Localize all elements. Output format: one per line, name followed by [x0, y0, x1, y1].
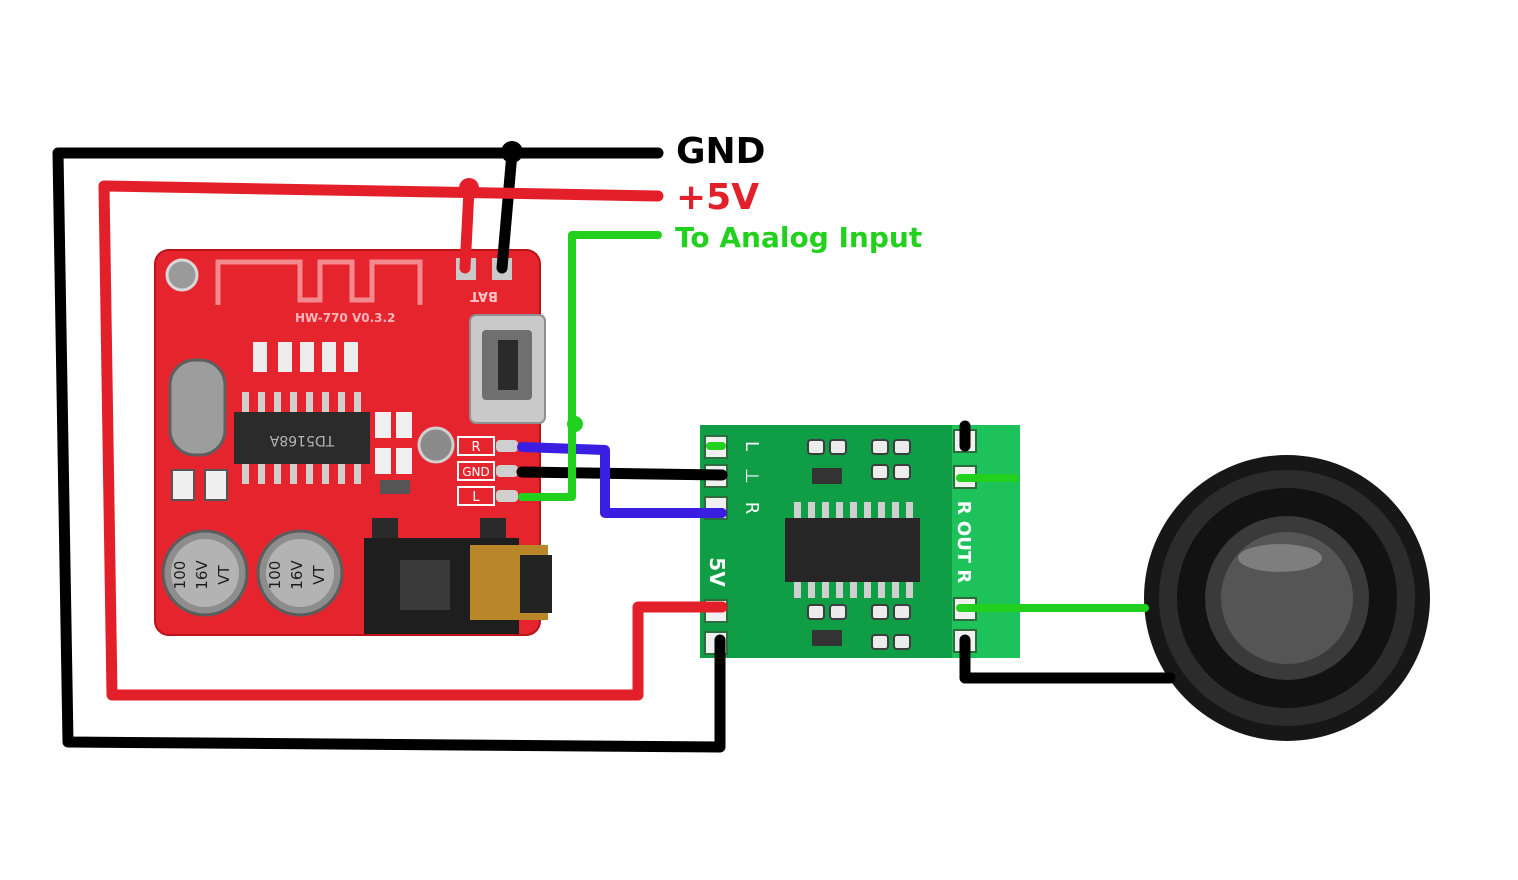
bt-pin-gnd: GND — [462, 465, 490, 479]
amp-out-label: R OUT R — [953, 501, 974, 584]
left-channel-wire — [518, 231, 1149, 612]
amp-chip — [785, 502, 920, 598]
amp-pin-l: L — [741, 441, 762, 451]
cap-2-text-c: VT — [310, 564, 328, 584]
bt-chip: TD5168A — [234, 392, 370, 484]
cap-2-text-a: 100 — [266, 561, 284, 590]
analog-input-label: To Analog Input — [675, 221, 923, 254]
bluetooth-module: HW-770 V0.3.2 BAT — [154, 249, 552, 636]
gnd-label: GND — [676, 131, 766, 172]
bt-audio-header: R GND L — [457, 436, 518, 506]
bat-text: BAT — [470, 288, 498, 303]
right-channel-wire — [517, 442, 727, 518]
speaker — [1144, 455, 1430, 741]
power-junction — [459, 178, 479, 198]
cap-2-text-b: 16V — [288, 560, 306, 590]
audio-jack — [364, 518, 552, 634]
gnd-junction — [501, 141, 523, 163]
power-wire — [98, 180, 728, 701]
plus5v-label: +5V — [676, 177, 760, 218]
amp-pin-r: R — [741, 502, 762, 515]
cap-1-text-a: 100 — [171, 561, 189, 590]
gnd-wire — [52, 147, 1176, 753]
cap-1-text-b: 16V — [193, 560, 211, 590]
amp-pin-gnd: ⊥ — [741, 468, 762, 484]
cap-1-text-c: VT — [215, 564, 233, 584]
amp-pin-5v: 5V — [705, 557, 729, 587]
bt-pin-l: L — [472, 490, 480, 505]
bt-chip-text: TD5168A — [269, 432, 335, 448]
capacitor-1: 100 16V VT — [161, 529, 249, 617]
capacitor-2: 100 16V VT — [256, 529, 344, 617]
bt-model-text: HW-770 V0.3.2 — [295, 311, 395, 325]
amplifier-module: L ⊥ R 5V — [700, 425, 1020, 658]
analog-junction — [567, 416, 583, 432]
bt-pin-r: R — [471, 440, 480, 455]
